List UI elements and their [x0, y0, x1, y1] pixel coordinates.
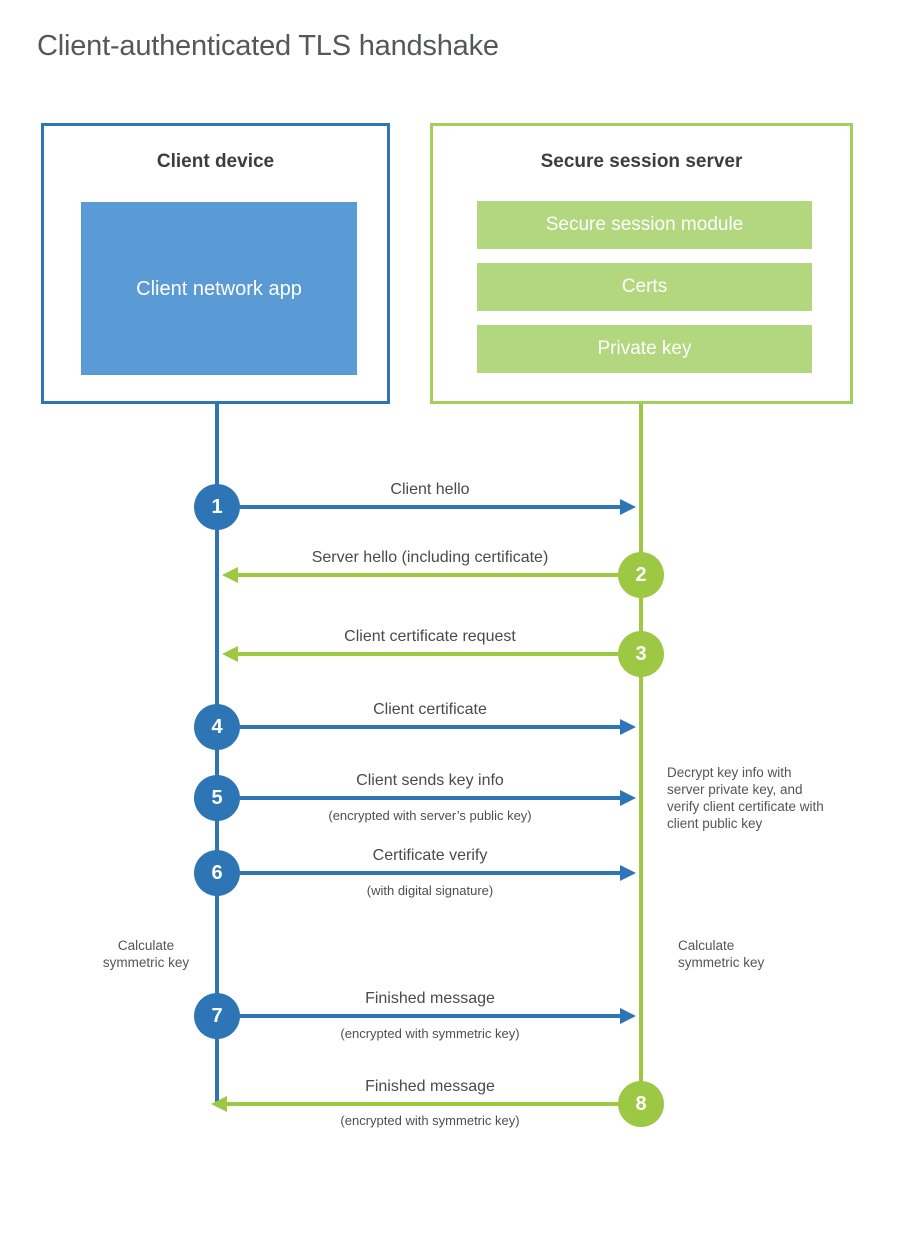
- server-module-secure-session: Secure session module: [477, 201, 812, 249]
- step-8-label: Finished message: [365, 1078, 495, 1095]
- step-5-label: Client sends key info: [356, 772, 504, 789]
- client-device-title: Client device: [156, 151, 275, 172]
- client-network-app-box: Client network app: [81, 202, 357, 375]
- step-6-sublabel: (with digital signature): [366, 883, 494, 898]
- step-6-circle: 6: [194, 850, 240, 896]
- server-module-private-key: Private key: [477, 325, 812, 373]
- decrypt-note: Decrypt key info with server private key…: [667, 765, 824, 831]
- step-7-sublabel: (encrypted with symmetric key): [340, 1026, 520, 1041]
- step-2-circle: 2: [618, 552, 664, 598]
- client-network-app-label: Client network app: [136, 277, 302, 300]
- step-7-arrow-right: [240, 1008, 636, 1024]
- step-4-circle: 4: [194, 704, 240, 750]
- step-7-label: Finished message: [365, 990, 495, 1007]
- step-6-arrow-right: [240, 865, 636, 881]
- step-3-circle: 3: [618, 631, 664, 677]
- step-8-arrow-left: [211, 1096, 618, 1112]
- client-lifeline: [215, 404, 219, 1105]
- calculate-symmetric-key-right: Calculate symmetric key: [678, 938, 765, 970]
- step-2-arrow-left: [222, 567, 618, 583]
- step-5-sublabel: (encrypted with server’s public key): [328, 808, 532, 823]
- page-title: Client-authenticated TLS handshake: [37, 30, 499, 62]
- server-title: Secure session server: [540, 151, 743, 172]
- server-lifeline: [639, 404, 643, 1104]
- step-1-label: Client hello: [390, 481, 470, 498]
- server-module-certs: Certs: [477, 263, 812, 311]
- secure-session-server-box: Secure session server Secure session mod…: [430, 123, 853, 404]
- client-device-box: Client device Client network app: [41, 123, 390, 404]
- step-8-circle: 8: [618, 1081, 664, 1127]
- step-1-circle: 1: [194, 484, 240, 530]
- step-1-arrow-right: [240, 499, 636, 515]
- step-8-sublabel: (encrypted with symmetric key): [340, 1113, 520, 1128]
- step-7-circle: 7: [194, 993, 240, 1039]
- step-5-circle: 5: [194, 775, 240, 821]
- calculate-symmetric-key-left: Calculate symmetric key: [102, 938, 190, 970]
- step-5-arrow-right: [240, 790, 636, 806]
- step-3-arrow-left: [222, 646, 618, 662]
- step-4-label: Client certificate: [373, 701, 487, 718]
- step-3-label: Client certificate request: [344, 628, 516, 645]
- step-4-arrow-right: [240, 719, 636, 735]
- step-2-label: Server hello (including certificate): [311, 549, 549, 566]
- step-6-label: Certificate verify: [372, 847, 488, 864]
